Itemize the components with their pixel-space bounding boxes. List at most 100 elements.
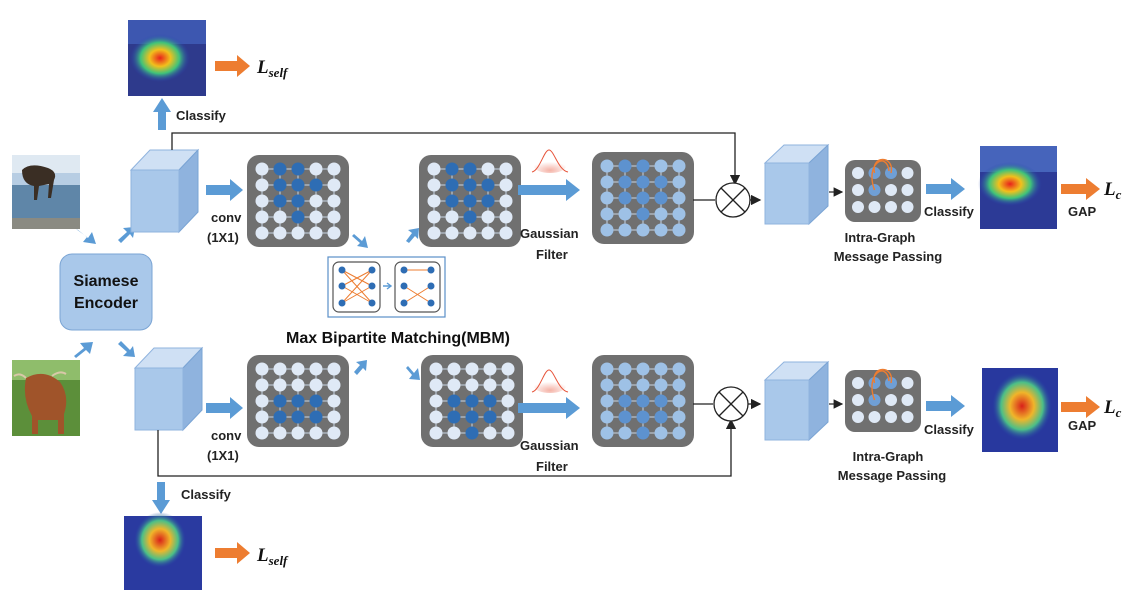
graph-node <box>885 201 897 213</box>
graph-node <box>309 178 323 192</box>
intra-graph-panel-top <box>845 158 921 222</box>
feature-cube-top <box>129 148 200 234</box>
graph-node <box>427 210 441 224</box>
graph-node <box>654 191 668 205</box>
graph-node <box>481 210 495 224</box>
graph-panel-bottom-3 <box>592 355 694 447</box>
graph-node <box>901 167 914 179</box>
graph-node <box>501 378 515 392</box>
message-passing-arc <box>871 368 892 401</box>
graph-node <box>600 394 614 408</box>
graph-node <box>481 194 495 208</box>
graph-node <box>852 411 864 423</box>
graph-node <box>636 207 650 221</box>
graph-node <box>291 178 305 192</box>
graph-node <box>636 223 650 237</box>
graph-node <box>463 194 477 208</box>
graph-node <box>600 207 614 221</box>
gap-arrow-top <box>1061 178 1100 200</box>
l-self-bottom: Lself <box>256 545 289 568</box>
cam-output-top <box>978 146 1057 229</box>
intra-graph-panels <box>845 158 921 432</box>
graph-node <box>499 210 513 224</box>
cam-output-bottom <box>982 368 1058 452</box>
graph-node <box>636 191 650 205</box>
graph-node <box>600 410 614 424</box>
graph-node <box>672 394 686 408</box>
graph-node <box>273 226 287 240</box>
gap-label-bottom: GAP <box>1068 418 1097 433</box>
graph-node <box>273 378 287 392</box>
graph-node <box>255 410 269 424</box>
graph-node <box>600 175 614 189</box>
mbm-label: Max Bipartite Matching(MBM) <box>286 330 510 347</box>
graph-node <box>852 377 864 389</box>
graph-node <box>309 194 323 208</box>
graph-node <box>654 223 668 237</box>
graph-node <box>309 210 323 224</box>
graph-node <box>327 362 341 376</box>
graph-node <box>885 394 897 406</box>
classify-out-arrow-bottom <box>926 395 965 417</box>
l-self-top-arrow <box>215 55 250 77</box>
gaussian-label-bottom-2: Filter <box>536 459 568 474</box>
graph-node <box>429 362 443 376</box>
graph-node <box>447 410 461 424</box>
siamese-label-line1: Siamese <box>74 273 139 290</box>
graph-node <box>600 378 614 392</box>
graph-node <box>618 426 632 440</box>
graph-node <box>636 362 650 376</box>
graph-node <box>255 194 269 208</box>
graph-node <box>501 410 515 424</box>
graph-node <box>618 191 632 205</box>
input-image-cattle <box>12 360 80 436</box>
graph-node <box>255 178 269 192</box>
graph-node <box>501 362 515 376</box>
intra-label-top-2: Message Passing <box>834 249 942 264</box>
graph-node <box>672 223 686 237</box>
graph-node <box>309 426 323 440</box>
conv-label-top-2: (1X1) <box>207 230 239 245</box>
graph-node <box>672 362 686 376</box>
graph-node <box>327 394 341 408</box>
skip-connection-bottom <box>157 418 737 477</box>
graph-node <box>600 362 614 376</box>
graph-node <box>309 362 323 376</box>
graph-node <box>445 162 459 176</box>
gaussian-icon-top <box>531 149 569 173</box>
graph-node <box>600 159 614 173</box>
graph-node <box>291 410 305 424</box>
l-c-bottom: Lc <box>1103 397 1122 420</box>
conv-label-top-1: conv <box>211 210 242 225</box>
graph-node <box>429 378 443 392</box>
graph-node <box>672 378 686 392</box>
gap-arrow-bottom <box>1061 396 1100 418</box>
graph-node <box>654 410 668 424</box>
graph-node <box>427 162 441 176</box>
graph-node <box>501 394 515 408</box>
intra-label-top-1: Intra-Graph <box>845 230 916 245</box>
classify-label-top: Classify <box>176 108 227 123</box>
graph-panel-top-3 <box>592 152 694 244</box>
graph-node <box>429 426 443 440</box>
intra-label-bottom-2: Message Passing <box>838 468 946 483</box>
graph-node <box>273 394 287 408</box>
graph-node <box>255 426 269 440</box>
graph-node <box>309 162 323 176</box>
graph-node <box>255 394 269 408</box>
graph-node <box>255 162 269 176</box>
graph-node <box>291 426 305 440</box>
graph-node <box>309 410 323 424</box>
graph-node <box>483 362 497 376</box>
graph-node <box>672 159 686 173</box>
graph-node <box>291 362 305 376</box>
graph-node <box>481 178 495 192</box>
graph-panel-top-2 <box>419 155 521 247</box>
graph-node <box>483 426 497 440</box>
graph-node <box>463 162 477 176</box>
graph-node <box>291 226 305 240</box>
l-c-top: Lc <box>1103 179 1122 202</box>
graph-node <box>273 410 287 424</box>
graph-node <box>636 175 650 189</box>
graph-node <box>852 167 864 179</box>
